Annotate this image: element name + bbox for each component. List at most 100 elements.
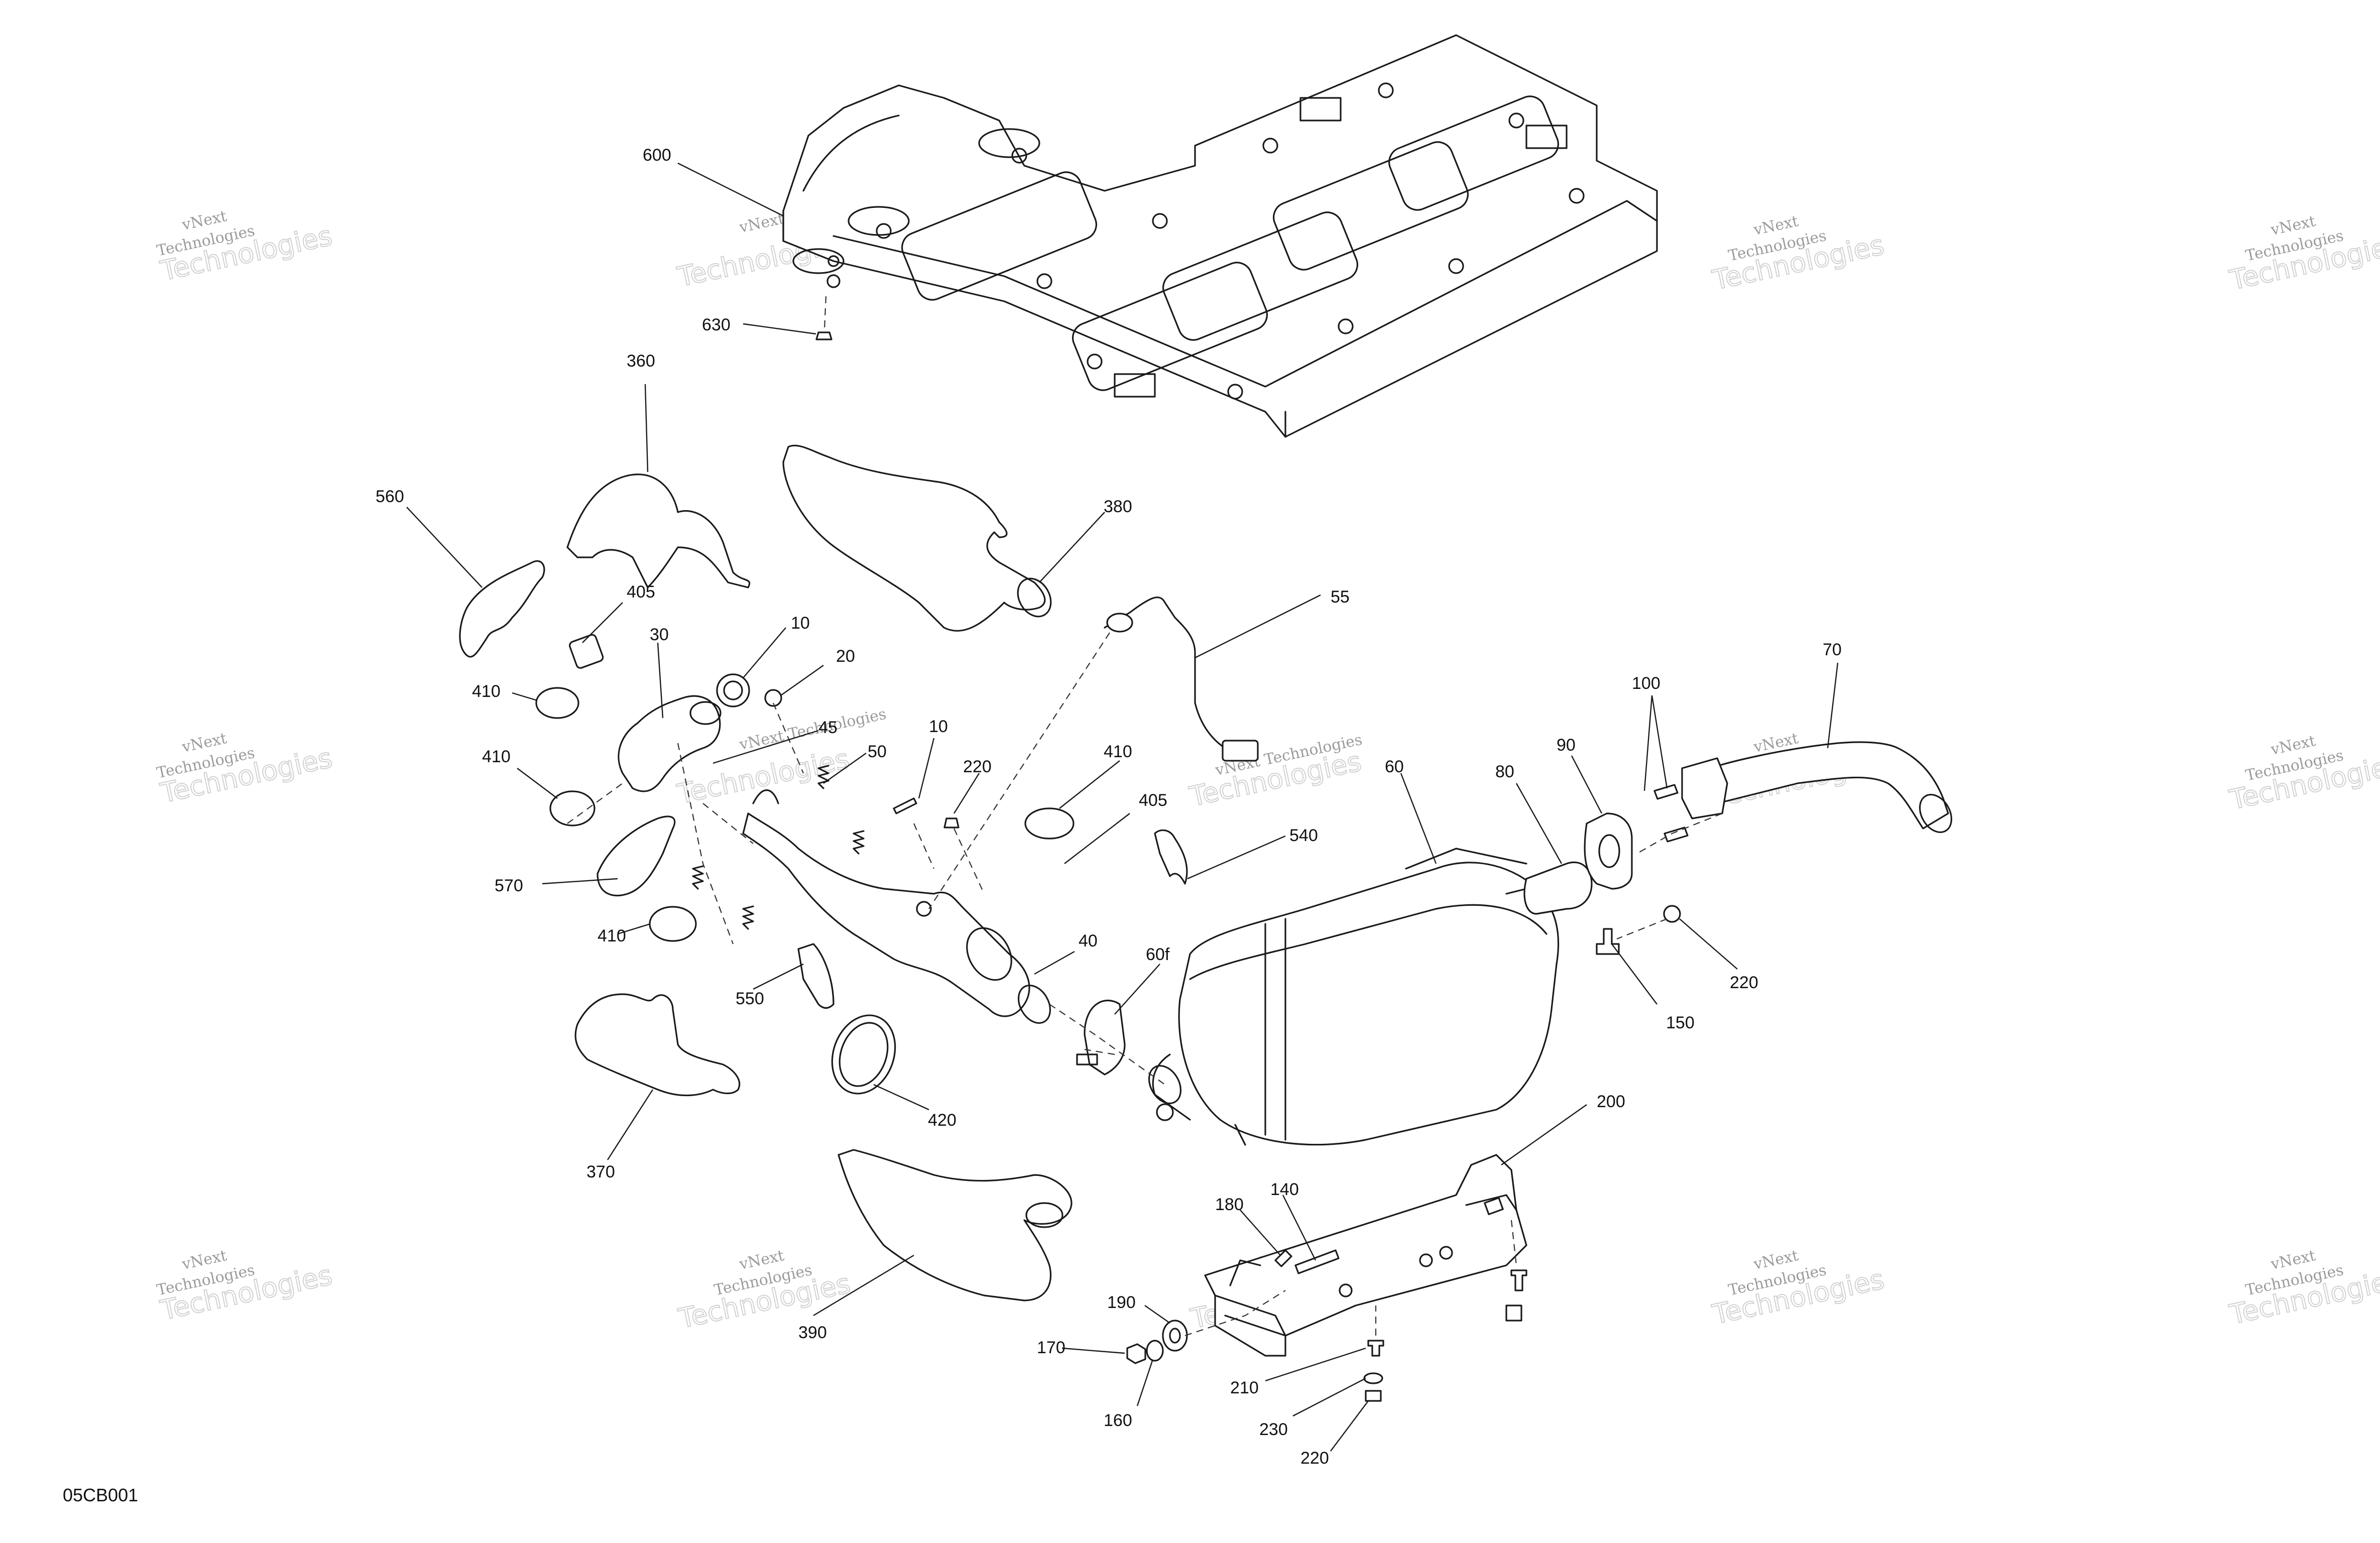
callout-190: 190 xyxy=(1107,1293,1136,1312)
header-30-flange xyxy=(689,701,722,725)
heat-shield-570 xyxy=(597,815,676,897)
watermark: vNext Technologies Technologies xyxy=(2226,212,2380,297)
gasket-90-hole xyxy=(1598,834,1620,868)
nut-20 xyxy=(764,689,782,707)
heat-shield-390-end xyxy=(1025,1202,1063,1228)
sleeve-405 xyxy=(569,634,604,669)
heat-shield-370 xyxy=(574,993,741,1097)
callout-200: 200 xyxy=(1597,1092,1625,1111)
callout-60: 60 xyxy=(1385,757,1404,776)
heat-shield-560 xyxy=(459,560,545,658)
spring-50-c xyxy=(692,865,704,890)
y-pipe-40-outlet xyxy=(1017,985,1051,1024)
y-pipe-40-boss xyxy=(916,901,932,917)
callout-410-a: 410 xyxy=(472,682,501,701)
callout-70: 70 xyxy=(1823,640,1842,659)
callout-560: 560 xyxy=(376,487,404,506)
watermark: vNext Technologies Technologies xyxy=(1709,1247,1887,1331)
callout-540: 540 xyxy=(1289,826,1318,845)
spring-50-b xyxy=(853,830,865,855)
spring-50-a xyxy=(817,765,829,789)
heat-shield-360 xyxy=(566,473,751,588)
nut-200-right xyxy=(1505,1304,1522,1322)
stud-140 xyxy=(1294,1249,1340,1274)
oxygen-sensor-55-body xyxy=(1106,613,1133,633)
callout-360: 360 xyxy=(627,351,655,371)
callout-410-b: 410 xyxy=(482,747,511,766)
callout-60f: 60f xyxy=(1146,945,1170,964)
callout-210: 210 xyxy=(1230,1378,1259,1397)
heat-shield-550 xyxy=(797,943,835,1009)
diagram-reference-code: 05CB001 xyxy=(63,1485,138,1505)
clamp-410-a xyxy=(535,687,579,719)
washer-160 xyxy=(1146,1340,1164,1362)
gasket-90 xyxy=(1584,812,1633,890)
heat-shield-380 xyxy=(782,444,1046,632)
leader-lines xyxy=(406,162,1839,1452)
bolt-210 xyxy=(1367,1340,1384,1357)
muffler-60 xyxy=(1148,848,1560,1146)
clamp-60f xyxy=(1084,999,1126,1076)
watermark-inline: vNext Technologies xyxy=(737,705,888,754)
callout-50: 50 xyxy=(868,742,887,761)
watermark: vNext Technologies Technologies xyxy=(155,207,335,288)
gasket-10-a xyxy=(716,673,750,707)
callout-220-a: 220 xyxy=(963,757,992,776)
clamp-60f-bolt xyxy=(1076,1053,1098,1065)
callout-570: 570 xyxy=(495,876,523,895)
callout-420: 420 xyxy=(928,1111,957,1130)
callout-100: 100 xyxy=(1632,674,1660,693)
assembly-lines xyxy=(567,296,1723,1337)
watermark: vNext Technologies Technologies xyxy=(1709,212,1887,297)
washer-230 xyxy=(1363,1372,1383,1384)
callout-405-a: 405 xyxy=(627,582,655,602)
callout-380: 380 xyxy=(1104,497,1132,516)
spring-50-d xyxy=(742,905,754,930)
callout-labels: 600 630 360 560 380 405 410 30 10 20 55 … xyxy=(376,146,1842,1468)
nut-170 xyxy=(1126,1343,1146,1364)
bracket-200 xyxy=(1204,1154,1527,1357)
callout-30: 30 xyxy=(650,625,669,644)
washer-190 xyxy=(1162,1320,1188,1352)
clamp-420-inner xyxy=(839,1022,889,1087)
heat-shield-540 xyxy=(1154,829,1188,885)
washer-190-hole xyxy=(1169,1328,1181,1344)
callout-45: 45 xyxy=(818,718,838,737)
callout-170: 170 xyxy=(1037,1338,1065,1357)
watermark: vNext Technologies Technologies xyxy=(155,730,335,810)
fastener-220-a xyxy=(943,817,960,828)
gasket-10-b xyxy=(893,797,917,814)
watermark: vNext Technologies Technologies xyxy=(2226,732,2380,816)
callout-150: 150 xyxy=(1666,1013,1695,1032)
callout-410-c: 410 xyxy=(1104,742,1132,761)
heat-shield-390 xyxy=(838,1149,1073,1301)
fastener-630 xyxy=(815,331,832,340)
bolt-150 xyxy=(1596,928,1620,955)
callout-220-b: 220 xyxy=(1730,973,1758,992)
callout-40: 40 xyxy=(1079,931,1098,951)
watermark: vNext Technologies Technologies xyxy=(2226,1247,2380,1331)
stud-180 xyxy=(1274,1249,1292,1267)
gasket-10-a-inner xyxy=(723,680,743,700)
callout-55: 55 xyxy=(1331,587,1350,607)
clamp-410-c xyxy=(649,906,697,942)
clamp-410-d xyxy=(1024,807,1075,840)
callout-600: 600 xyxy=(643,146,671,165)
skid-plate xyxy=(782,34,1658,438)
oxygen-sensor-55 xyxy=(1104,597,1256,754)
watermark: vNext Technologies Technologies xyxy=(155,1247,335,1327)
callout-405-b: 405 xyxy=(1139,791,1167,810)
callout-410-d: 410 xyxy=(598,926,626,945)
clamp-420 xyxy=(831,1014,896,1095)
watermark-outline: Technologies xyxy=(674,743,852,810)
tail-pipe-70-outlet xyxy=(1919,794,1953,833)
callout-20: 20 xyxy=(836,647,855,666)
watermark: vNext Technologies Technologies xyxy=(1186,731,1364,813)
bolt-100-a xyxy=(1653,784,1679,800)
y-pipe-40-branch xyxy=(752,789,779,804)
callout-370: 370 xyxy=(586,1162,615,1181)
callout-630: 630 xyxy=(702,315,731,334)
callout-80: 80 xyxy=(1495,762,1514,781)
pipe-sleeve-80 xyxy=(1523,861,1593,915)
